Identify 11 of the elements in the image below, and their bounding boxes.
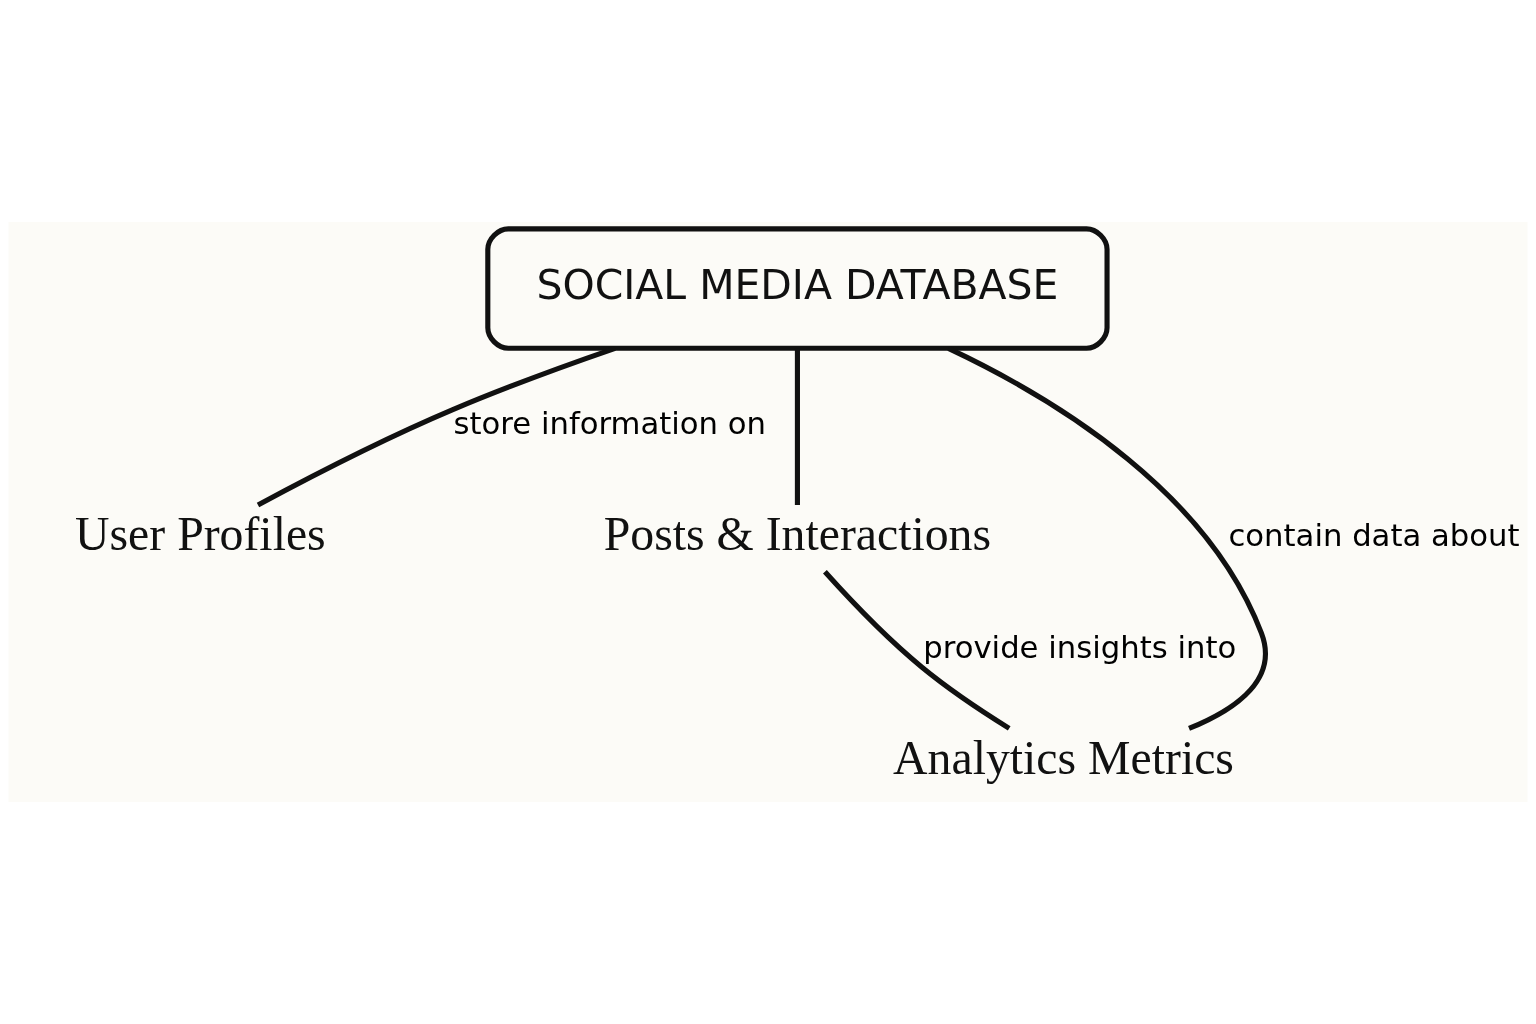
node-text: User Profiles bbox=[75, 507, 326, 561]
edge-label: contain data about bbox=[1228, 517, 1520, 553]
connector bbox=[794, 348, 800, 506]
connector bbox=[947, 346, 1268, 731]
node-text: Analytics Metrics bbox=[893, 730, 1234, 784]
connector bbox=[823, 570, 1011, 731]
connector bbox=[256, 345, 616, 508]
node-box: SOCIAL MEDIA DATABASE bbox=[485, 226, 1110, 351]
node-text: Posts & Interactions bbox=[603, 507, 992, 561]
edge-label: provide insights into bbox=[923, 629, 1237, 665]
edge-label: store information on bbox=[453, 406, 767, 442]
